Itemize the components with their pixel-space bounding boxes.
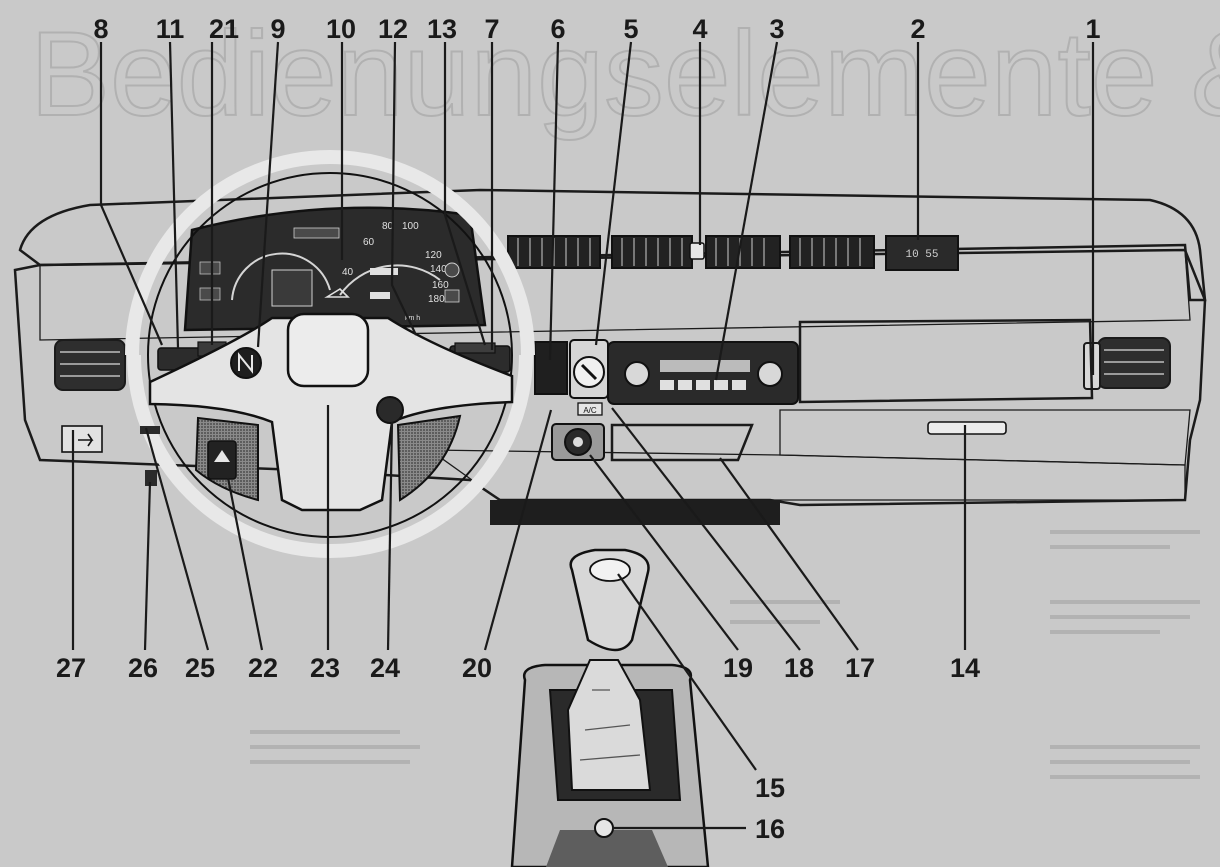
speed-tick: 160 — [432, 280, 449, 291]
storage-compartment[interactable] — [610, 423, 754, 462]
callout-5: 5 — [623, 14, 638, 44]
speed-tick: 80 — [382, 221, 394, 232]
glovebox-lid — [798, 318, 1094, 404]
hood-release-icon — [214, 450, 230, 462]
callout-26: 26 — [128, 653, 158, 683]
clock-display: 10 55 — [905, 249, 938, 261]
callout-15: 15 — [755, 773, 785, 803]
glovebox-panel — [779, 409, 1191, 466]
gear-lever-boot — [566, 659, 652, 791]
callout-4: 4 — [692, 14, 707, 44]
callout-16: 16 — [755, 814, 785, 844]
callout-20: 20 — [462, 653, 492, 683]
fuel-filler-release[interactable] — [145, 470, 157, 486]
glovebox-handle[interactable] — [927, 421, 1007, 435]
background-title: Bedienungselemente & Betrieb — [30, 7, 1220, 141]
digital-clock: 10 55 — [885, 235, 959, 271]
horn-pad[interactable] — [286, 312, 370, 388]
heater-knob[interactable] — [569, 339, 609, 399]
speed-tick: 140 — [430, 264, 447, 275]
callout-12: 12 — [378, 14, 408, 44]
callout-11: 11 — [156, 14, 185, 44]
callout-10: 10 — [326, 14, 356, 44]
left-air-vent[interactable] — [54, 339, 126, 391]
speed-tick: 120 — [425, 250, 442, 261]
dashboard-body — [13, 248, 1207, 507]
light-switch-icon — [78, 433, 94, 447]
fuse-box-cover[interactable] — [140, 426, 160, 434]
speedometer: 40 60 80 100 120 140 160 180 km h — [339, 221, 449, 322]
callout-19: 19 — [723, 653, 753, 683]
callout-24: 24 — [370, 653, 400, 683]
callout-9: 9 — [270, 14, 285, 44]
hazard-warning-button[interactable] — [689, 242, 705, 260]
callout-27: 27 — [56, 653, 86, 683]
callout-25: 25 — [185, 653, 215, 683]
callout-14: 14 — [950, 653, 980, 683]
right-air-vent[interactable] — [1097, 337, 1171, 389]
dashboard-top — [18, 188, 1207, 302]
callout-23: 23 — [310, 653, 340, 683]
speed-tick: 100 — [402, 221, 419, 232]
callout-21: 21 — [209, 14, 239, 44]
choke-knob[interactable] — [594, 818, 614, 838]
ac-button[interactable]: A/C — [577, 402, 603, 416]
light-switch-panel[interactable] — [61, 425, 103, 453]
callout-17: 17 — [845, 653, 875, 683]
dash-lower-strip — [427, 449, 1186, 501]
radio-unit[interactable] — [607, 341, 799, 405]
callout-1: 1 — [1085, 14, 1100, 44]
speed-tick: 180 — [428, 294, 445, 305]
callout-3: 3 — [769, 14, 784, 44]
centre-air-vents[interactable] — [507, 235, 875, 269]
ac-label: A/C — [583, 406, 597, 415]
callout-18: 18 — [784, 653, 814, 683]
callout-22: 22 — [248, 653, 278, 683]
n-position-indicator — [230, 347, 262, 379]
callout-13: 13 — [427, 14, 457, 44]
leader-lines — [71, 41, 1095, 830]
speed-tick: 40 — [342, 267, 354, 278]
callout-2: 2 — [910, 14, 925, 44]
ignition-switch[interactable] — [376, 396, 404, 424]
background-text-hint — [250, 530, 1200, 779]
speed-tick: 60 — [363, 237, 375, 248]
cigarette-lighter[interactable] — [551, 423, 605, 461]
callout-8: 8 — [93, 14, 108, 44]
instrument-cluster: 40 60 80 100 120 140 160 180 km h — [183, 206, 487, 332]
callout-labels: 1 2 3 4 5 6 7 13 12 10 9 21 11 8 14 17 1… — [56, 14, 1101, 844]
callout-7: 7 — [484, 14, 499, 44]
speed-unit: km h — [405, 315, 420, 322]
callout-6: 6 — [550, 14, 565, 44]
